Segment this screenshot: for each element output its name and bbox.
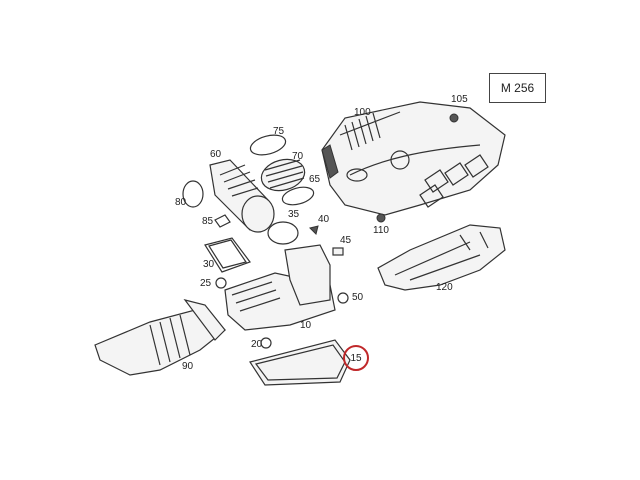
part-90	[94, 299, 227, 376]
callout-85[interactable]: 85	[202, 216, 214, 227]
callout-40[interactable]: 40	[318, 214, 330, 225]
callout-105[interactable]: 105	[451, 94, 468, 105]
callout-120[interactable]: 120	[436, 282, 453, 293]
part-30	[204, 237, 251, 273]
part-105	[449, 113, 459, 123]
callout-60[interactable]: 60	[210, 149, 222, 160]
callout-80[interactable]: 80	[175, 197, 187, 208]
callout-35[interactable]: 35	[288, 209, 300, 220]
callout-45[interactable]: 45	[340, 235, 352, 246]
callout-20[interactable]: 20	[251, 339, 263, 350]
part-15-air-filter	[249, 339, 351, 386]
callout-100[interactable]: 100	[354, 107, 371, 118]
part-60	[209, 159, 275, 233]
callout-30[interactable]: 30	[203, 259, 215, 270]
highlighted-part-callout-15[interactable]: 15	[343, 345, 369, 371]
callout-10[interactable]: 10	[300, 320, 312, 331]
callout-65[interactable]: 65	[309, 174, 321, 185]
callout-70[interactable]: 70	[292, 151, 304, 162]
model-code-box: M 256	[489, 73, 546, 103]
callout-110[interactable]: 110	[373, 225, 389, 236]
part-120	[377, 224, 506, 291]
part-10	[224, 244, 336, 331]
part-70	[260, 158, 306, 192]
engine-cover	[321, 101, 506, 216]
callout-75[interactable]: 75	[273, 126, 285, 137]
callout-90[interactable]: 90	[182, 361, 194, 372]
callout-50[interactable]: 50	[352, 292, 364, 303]
callout-25[interactable]: 25	[200, 278, 212, 289]
